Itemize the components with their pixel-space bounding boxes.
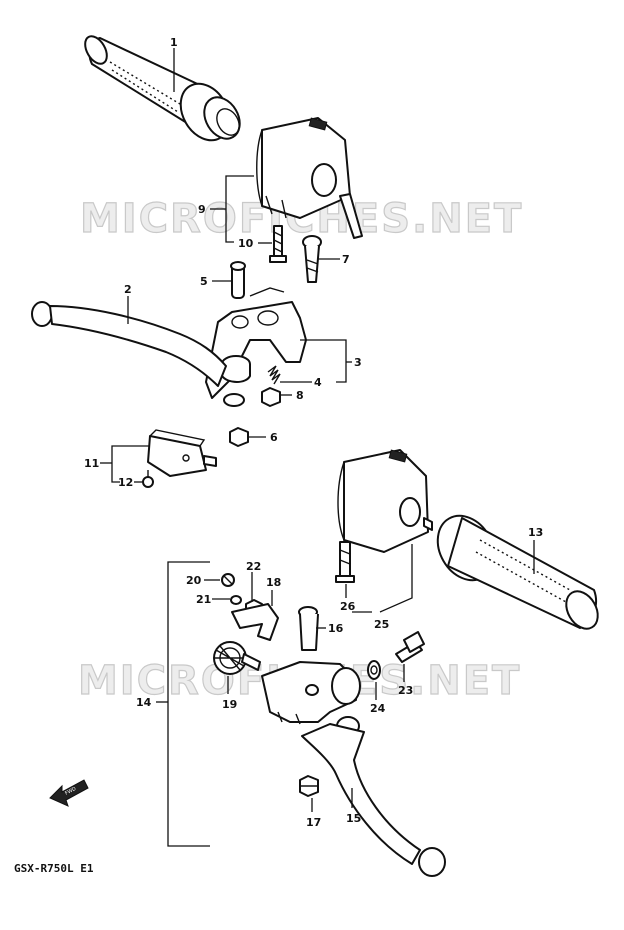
screw-12 [142,470,154,488]
callout-22: 22 [246,560,261,573]
adjuster-knob [213,641,261,675]
model-caption: GSX-R750L E1 [14,862,94,875]
callout-12: 12 [118,476,133,489]
callout-20: 20 [186,574,202,587]
callout-3: 3 [354,356,362,369]
lever-bracket [205,287,307,407]
callout-6: 6 [270,431,278,444]
callout-19: 19 [222,698,237,711]
callout-23: 23 [398,684,413,697]
callout-25: 25 [374,618,389,631]
callout-8: 8 [296,389,304,402]
callout-18: 18 [266,576,281,589]
left-switch-housing [337,449,433,553]
throttle-grip [84,35,241,142]
spring-4 [267,365,281,385]
clutch-switch [147,429,217,477]
callout-2: 2 [124,283,132,296]
bolt-16 [298,606,319,651]
screw-7 [302,235,322,283]
callout-13: 13 [528,526,543,539]
callout-11: 11 [84,457,99,470]
screw-20 [221,573,235,587]
nut-17 [299,775,319,797]
right-switch-housing [256,117,363,239]
callout-1: 1 [170,36,178,49]
forward-arrow-label: FWD [64,786,77,797]
screw-10 [269,225,287,263]
leader-lines [100,48,535,847]
callout-17: 17 [306,816,321,829]
callout-26: 26 [340,600,356,613]
washer-24 [367,660,381,680]
forward-arrow-icon: FWD [49,779,89,807]
callout-numbers: 1 2 3 4 5 6 7 8 9 10 11 12 13 14 15 16 1… [84,36,543,829]
bracket-18 [231,603,279,641]
callout-10: 10 [238,237,254,250]
callout-9: 9 [198,203,206,216]
nut-6 [229,427,249,447]
callout-14: 14 [136,696,152,709]
callout-21: 21 [196,593,211,606]
callout-24: 24 [370,702,386,715]
callout-16: 16 [328,622,344,635]
nut-8 [261,387,281,407]
callout-5: 5 [200,275,208,288]
left-grip [436,514,599,630]
pin-5 [230,261,246,299]
clutch-lever [31,301,227,387]
brake-lever-holder [261,661,361,725]
callout-15: 15 [346,812,361,825]
washer-21 [230,595,242,605]
bolt-23 [395,631,425,663]
callout-7: 7 [342,253,350,266]
brake-lever [301,716,446,877]
screw-26 [335,541,355,583]
callout-4: 4 [314,376,322,389]
